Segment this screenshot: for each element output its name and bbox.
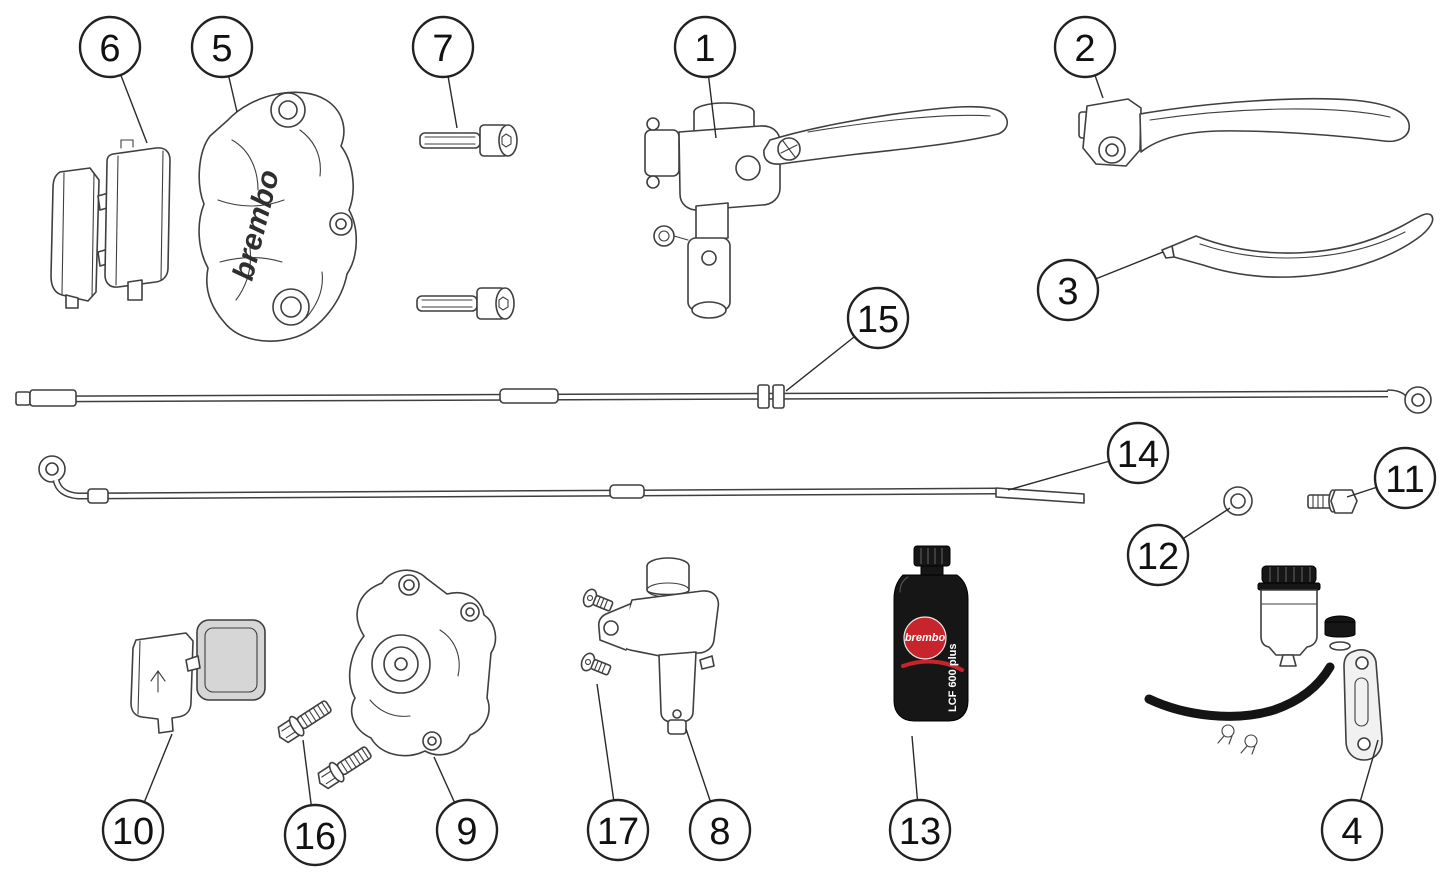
callout-circle[interactable] bbox=[101, 798, 165, 862]
callout-number: 3 bbox=[1057, 271, 1078, 313]
callout-circle[interactable] bbox=[586, 798, 650, 862]
bottle-product-text: LCF 600 plus bbox=[947, 644, 959, 712]
callout-circle[interactable] bbox=[1036, 258, 1100, 322]
callout-circle[interactable] bbox=[846, 286, 910, 350]
mc-screw-2 bbox=[578, 650, 614, 680]
callout-number: 8 bbox=[709, 811, 730, 853]
callout-circle[interactable] bbox=[78, 15, 142, 79]
brake-fluid-bottle-drawing: brembo LCF 600 plus bbox=[893, 545, 969, 722]
banjo-bolt-drawing bbox=[1307, 489, 1358, 514]
reservoir-kit-drawing bbox=[1144, 565, 1383, 761]
front-master-cylinder-drawing bbox=[644, 102, 1009, 319]
callout-number: 10 bbox=[112, 811, 154, 853]
mount-bolt-1 bbox=[273, 695, 336, 748]
rear-master-cylinder-drawing bbox=[597, 557, 720, 735]
callout-3-spare-brake-lever[interactable]: 3 bbox=[1036, 251, 1164, 322]
callout-2-brake-lever[interactable]: 2 bbox=[1053, 15, 1117, 99]
callout-5-front-brake-caliper[interactable]: 5 bbox=[190, 15, 254, 113]
callout-circle[interactable] bbox=[1053, 15, 1117, 79]
callout-13-brake-fluid-bottle[interactable]: 13 bbox=[888, 735, 952, 862]
callout-number: 1 bbox=[694, 28, 715, 70]
callout-number: 11 bbox=[1385, 459, 1424, 501]
callout-number: 16 bbox=[294, 816, 336, 858]
callout-number: 9 bbox=[456, 811, 477, 853]
brake-lever-drawing bbox=[1078, 97, 1410, 167]
bottle-logo-circle bbox=[903, 616, 947, 660]
callout-1-front-brake-master-cylinder[interactable]: 1 bbox=[673, 15, 737, 139]
callout-circle[interactable] bbox=[1106, 421, 1170, 485]
spare-lever-drawing bbox=[1161, 213, 1434, 278]
front-brake-pads-drawing bbox=[50, 139, 171, 309]
callout-circle[interactable] bbox=[1320, 798, 1384, 862]
callout-number: 14 bbox=[1117, 434, 1159, 476]
callout-10-rear-brake-pads[interactable]: 10 bbox=[101, 733, 173, 862]
callout-4-reservoir-kit[interactable]: 4 bbox=[1320, 739, 1384, 862]
mount-bolt-2 bbox=[313, 741, 376, 794]
callout-circle[interactable] bbox=[673, 15, 737, 79]
callout-circle[interactable] bbox=[888, 798, 952, 862]
rear-brake-caliper-drawing bbox=[348, 569, 497, 757]
callout-12-washer[interactable]: 12 bbox=[1126, 507, 1231, 587]
rear-brake-line-drawing bbox=[38, 455, 1085, 504]
caliper-bolt-upper bbox=[419, 124, 518, 157]
callout-16-caliper-mount-bolts[interactable]: 16 bbox=[283, 739, 347, 867]
front-brake-line-drawing bbox=[15, 384, 1432, 414]
callout-7-caliper-bolts[interactable]: 7 bbox=[411, 15, 475, 129]
callout-number: 12 bbox=[1137, 536, 1179, 578]
callout-circle[interactable] bbox=[190, 15, 254, 79]
callout-number: 17 bbox=[597, 811, 639, 853]
callout-circle[interactable] bbox=[283, 803, 347, 867]
callout-number: 5 bbox=[211, 28, 232, 70]
callout-14-rear-brake-line[interactable]: 14 bbox=[1007, 421, 1170, 491]
callout-circle[interactable] bbox=[435, 798, 499, 862]
washer-drawing bbox=[1223, 486, 1253, 516]
callout-number: 7 bbox=[432, 28, 453, 70]
caliper-bolt-lower bbox=[416, 287, 515, 320]
callout-number: 13 bbox=[899, 811, 941, 853]
callout-circle[interactable] bbox=[1126, 523, 1190, 587]
rear-brake-pads-drawing bbox=[130, 619, 266, 734]
callout-9-rear-brake-caliper[interactable]: 9 bbox=[433, 756, 499, 862]
callout-number: 2 bbox=[1074, 28, 1095, 70]
bottle-brand-text: brembo bbox=[905, 632, 946, 644]
callout-circle[interactable] bbox=[688, 798, 752, 862]
reservoir-hose bbox=[1144, 662, 1335, 721]
callout-circle[interactable] bbox=[1373, 446, 1437, 510]
callout-number: 15 bbox=[857, 299, 899, 341]
callout-number: 4 bbox=[1341, 811, 1362, 853]
hose-clips bbox=[1217, 724, 1258, 755]
front-brake-caliper-drawing: brembo bbox=[198, 91, 358, 342]
callout-circle[interactable] bbox=[411, 15, 475, 79]
callout-17-master-cylinder-screws[interactable]: 17 bbox=[586, 683, 650, 862]
callout-8-rear-master-cylinder[interactable]: 8 bbox=[685, 728, 752, 862]
callout-15-front-brake-line[interactable]: 15 bbox=[785, 286, 910, 392]
caliper-bolts-drawing bbox=[416, 124, 518, 320]
callout-11-banjo-bolt[interactable]: 11 bbox=[1346, 446, 1437, 510]
callout-6-front-brake-pads[interactable]: 6 bbox=[78, 15, 148, 144]
mc-screw-1 bbox=[580, 586, 616, 616]
callout-number: 6 bbox=[99, 28, 120, 70]
